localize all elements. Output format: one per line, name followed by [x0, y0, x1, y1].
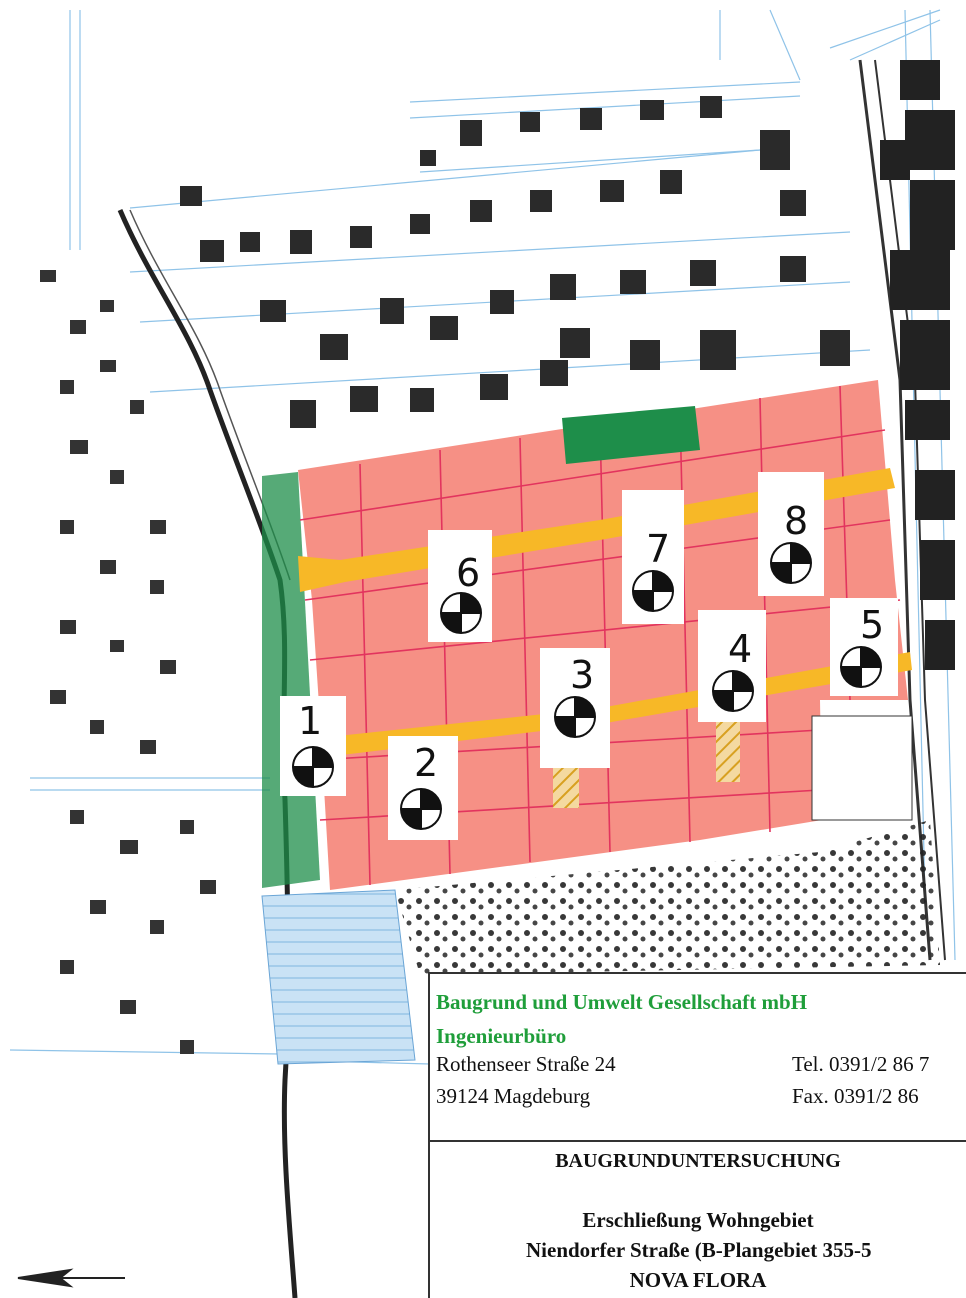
borehole-card-6: 6: [428, 530, 492, 642]
borehole-card-3: 3: [540, 648, 610, 768]
borehole-symbol-icon: [554, 696, 596, 738]
green-space: [562, 406, 700, 464]
borehole-label: 5: [860, 603, 885, 647]
borehole-symbol-icon: [440, 592, 482, 634]
office-name: Ingenieurbüro: [436, 1024, 567, 1048]
borehole-symbol-icon: [632, 570, 674, 612]
title-divider: [430, 1140, 966, 1142]
address-street: Rothenseer Straße 24: [436, 1052, 616, 1076]
address-city: 39124 Magdeburg: [436, 1084, 591, 1108]
borehole-symbol-icon: [292, 746, 334, 788]
project-line-2: Niendorfer Straße (B-Plangebiet 355-5: [526, 1238, 872, 1262]
borehole-symbol-icon: [400, 788, 442, 830]
borehole-symbol-icon: [840, 646, 882, 688]
borehole-card-2: 2: [388, 736, 458, 840]
borehole-label: 2: [414, 741, 439, 785]
borehole-card-1: 1: [280, 696, 346, 796]
project-line-3: NOVA FLORA: [629, 1268, 767, 1292]
excluded-area: [811, 715, 913, 821]
borehole-card-7: 7: [622, 490, 684, 624]
field-strips: [261, 889, 416, 1065]
borehole-label: 1: [298, 699, 323, 743]
borehole-label: 8: [784, 499, 809, 543]
buildings-east: [880, 60, 955, 670]
buildings-west: [40, 270, 216, 1054]
road-stub-3: [553, 762, 579, 808]
road-south: [300, 652, 912, 760]
borehole-label: 4: [728, 627, 753, 671]
title-block: Baugrund und Umwelt Gesellschaft mbH Ing…: [428, 972, 966, 1298]
borehole-label: 6: [456, 551, 481, 595]
company-name: Baugrund und Umwelt Gesellschaft mbH: [436, 990, 808, 1014]
road-stub-4: [716, 722, 740, 782]
project-line-1: Erschließung Wohngebiet: [582, 1208, 814, 1232]
borehole-card-8: 8: [758, 472, 824, 596]
fax-number: Fax. 0391/2 86: [792, 1084, 919, 1108]
phone-number: Tel. 0391/2 86 7: [792, 1052, 930, 1076]
borehole-symbol-icon: [712, 670, 754, 712]
borehole-card-4: 4: [698, 610, 766, 722]
wooded-area: [395, 820, 940, 975]
borehole-label: 3: [570, 653, 595, 697]
north-arrow-icon: [17, 1268, 125, 1288]
borehole-label: 7: [646, 527, 671, 571]
study-title: BAUGRUNDUNTERSUCHUNG: [555, 1150, 841, 1172]
buildings-north: [180, 96, 850, 428]
borehole-symbol-icon: [770, 542, 812, 584]
borehole-card-5: 5: [830, 598, 898, 696]
